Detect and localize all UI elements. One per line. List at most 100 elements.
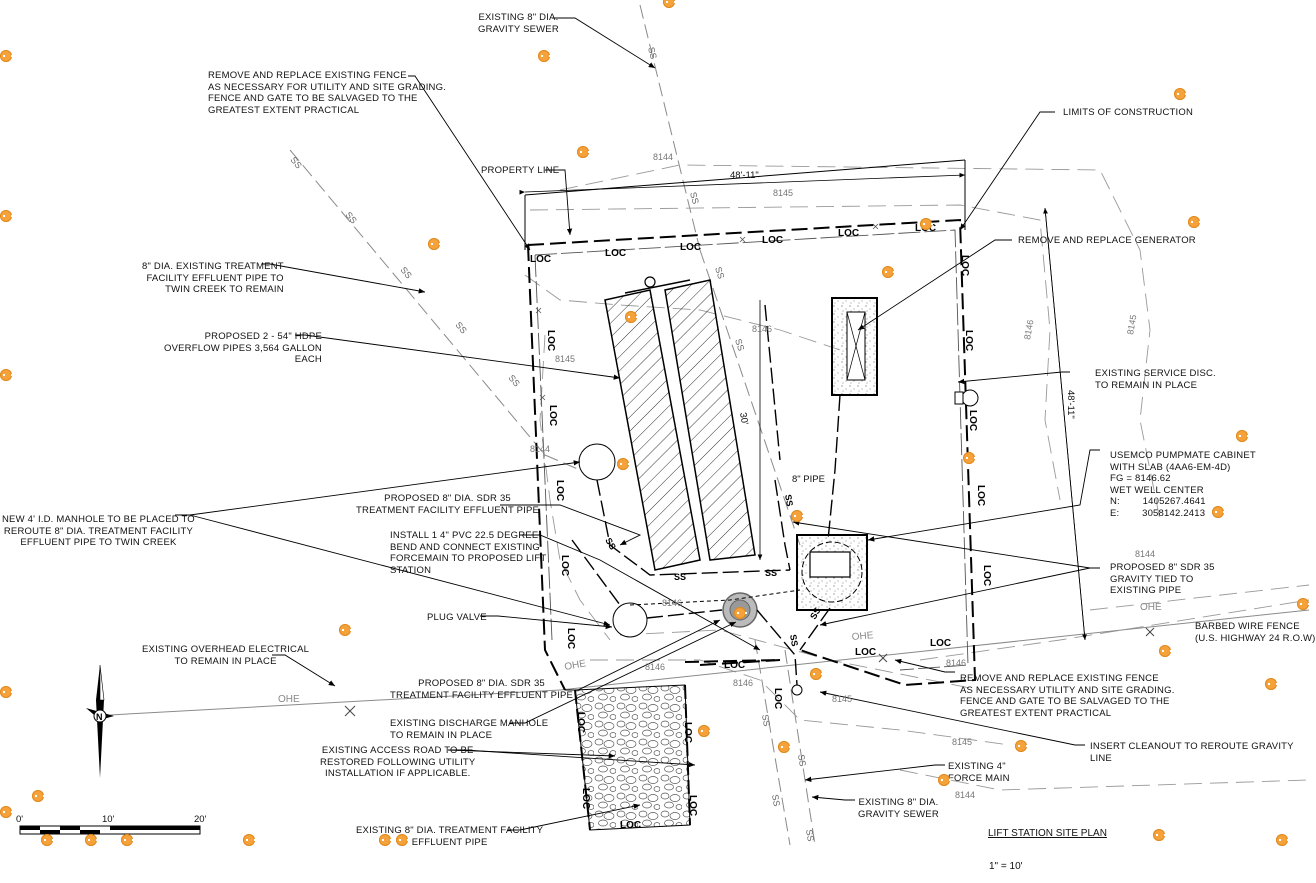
contour-label: 8146 (752, 324, 772, 334)
drawing-title: LIFT STATION SITE PLAN (988, 828, 1107, 839)
loc-tag: LOC (575, 712, 586, 733)
proposed-pipes (571, 304, 841, 686)
svg-text:N: N (96, 712, 103, 722)
loc-tag: LOC (565, 628, 576, 649)
loc-tag: LOC (554, 480, 565, 501)
comment-marker-icon[interactable] (663, 0, 676, 8)
ohe-tag: OHE (1140, 602, 1162, 613)
ss-tag: SS (688, 191, 701, 205)
label-overhead-electrical: EXISTING OVERHEAD ELECTRICAL TO REMAIN I… (142, 644, 310, 667)
label-sdr35-gravity: PROPOSED 8" SDR 35 GRAVITY TIED TO EXIST… (1110, 562, 1215, 596)
loc-tag: LOC (930, 638, 951, 649)
dimension-pipe-length: 30' (737, 412, 750, 426)
loc-tag: LOC (605, 248, 626, 259)
comment-marker-icon[interactable] (938, 774, 951, 786)
loc-tag: LOC (724, 660, 745, 671)
comment-marker-icon[interactable] (734, 607, 747, 619)
label-property-line: PROPERTY LINE (481, 165, 560, 176)
label-new-manhole: NEW 4' I.D. MANHOLE TO BE PLACED TO RERO… (2, 514, 195, 548)
comment-marker-icon[interactable] (698, 725, 711, 737)
comment-marker-icon[interactable] (1212, 506, 1225, 518)
comment-marker-icon[interactable] (1236, 430, 1249, 442)
pipe-size-label: 8" PIPE (792, 474, 825, 485)
contour-label: 8145 (1125, 314, 1138, 335)
loc-tag: LOC (530, 254, 551, 265)
comment-marker-icon[interactable] (791, 510, 804, 522)
comment-marker-icon[interactable] (617, 458, 630, 470)
existing-contours (524, 164, 1310, 791)
contour-label: 8145 (952, 737, 972, 747)
comment-marker-icon[interactable] (577, 146, 590, 158)
comment-marker-icon[interactable] (810, 668, 823, 680)
contour-label: 8146 (1022, 319, 1035, 340)
ohe-tag: OHE (851, 630, 874, 643)
ss-tag: SS (713, 266, 726, 281)
label-cleanout: INSERT CLEANOUT TO REROUTE GRAVITY LINE (1090, 741, 1294, 764)
contour-label: 8146 (946, 658, 966, 668)
comment-marker-icon[interactable] (0, 686, 13, 698)
comment-marker-icon[interactable] (1153, 829, 1166, 841)
scale-bar: 0' 10' 20' (16, 814, 207, 835)
comment-marker-icon[interactable] (538, 50, 551, 62)
comment-marker-icon[interactable] (339, 624, 352, 636)
loc-tag: LOC (620, 820, 641, 831)
ss-tag-proposed: SS (788, 634, 800, 648)
ss-tag-proposed: SS (765, 568, 777, 578)
contour-label: 8145 (832, 694, 852, 704)
dimension-lines (519, 172, 1087, 641)
contour-label: 8146 (662, 598, 682, 608)
comment-marker-icon[interactable] (121, 834, 134, 846)
comment-marker-icon[interactable] (1015, 740, 1028, 752)
comment-marker-icon[interactable] (0, 50, 13, 62)
dimension-height: 48'-11" (1065, 390, 1076, 419)
comment-marker-icon[interactable] (1297, 598, 1310, 610)
comment-marker-icon[interactable] (963, 452, 976, 464)
comment-marker-icon[interactable] (1174, 88, 1187, 100)
comment-marker-icon[interactable] (32, 790, 45, 802)
label-hdpe-pipes: PROPOSED 2 - 54" HDPE OVERFLOW PIPES 3,5… (164, 331, 322, 365)
comment-marker-icon[interactable] (1276, 834, 1289, 846)
ss-tag: SS (343, 210, 358, 226)
ss-tag: SS (288, 155, 303, 171)
comment-marker-icon[interactable] (85, 834, 98, 846)
leader-lines (175, 17, 1100, 831)
label-effluent-bottom: EXISTING 8" DIA. TREATMENT FACILITY EFFL… (356, 825, 544, 848)
comment-marker-icon[interactable] (41, 834, 54, 846)
ss-tag: SS (453, 320, 468, 336)
label-effluent-existing: 8" DIA. EXISTING TREATMENT FACILITY EFFL… (142, 261, 284, 295)
comment-marker-icon[interactable] (0, 806, 13, 818)
ss-tag: SS (796, 754, 808, 768)
loc-tag: LOC (967, 410, 978, 431)
comment-marker-icon[interactable] (0, 210, 13, 222)
ss-tag-proposed: SS (783, 494, 795, 508)
comment-marker-icon[interactable] (920, 218, 933, 230)
comment-marker-icon[interactable] (778, 741, 791, 753)
comment-marker-icon[interactable] (1159, 645, 1172, 657)
hdpe-overflow-pipes (604, 276, 756, 571)
comment-marker-icon[interactable] (625, 311, 638, 323)
loc-tag: LOC (547, 405, 558, 426)
ss-tag: SS (506, 373, 521, 389)
label-service-disc: EXISTING SERVICE DISC. TO REMAIN IN PLAC… (1095, 368, 1216, 391)
fence-line (534, 229, 969, 671)
scale-tick: 10' (102, 814, 115, 825)
loc-tag: LOC (545, 330, 556, 351)
comment-marker-icon[interactable] (243, 834, 256, 846)
pump-cabinet (796, 534, 868, 611)
comment-marker-icon[interactable] (1188, 216, 1201, 228)
loc-tag: LOC (580, 788, 591, 809)
ss-tag-proposed: SS (674, 572, 686, 582)
comment-marker-icon[interactable] (428, 238, 441, 250)
comment-marker-icon[interactable] (0, 369, 13, 381)
label-plug-valve: PLUG VALVE (427, 612, 487, 623)
comment-marker-icon[interactable] (1265, 678, 1278, 690)
label-remove-fence-bottom: REMOVE AND REPLACE EXISTING FENCE AS NEC… (960, 673, 1175, 719)
label-gravity-sewer-top: EXISTING 8" DIA. GRAVITY SEWER (478, 12, 559, 35)
comment-marker-icon[interactable] (882, 266, 895, 278)
contour-label: 8145 (555, 354, 575, 364)
comment-marker-icon[interactable] (379, 834, 392, 846)
ss-tag: SS (733, 338, 746, 353)
label-gravity-sewer-bottom: EXISTING 8" DIA. GRAVITY SEWER (858, 797, 939, 820)
comment-marker-icon[interactable] (396, 834, 409, 846)
loc-tag: LOC (963, 330, 974, 351)
